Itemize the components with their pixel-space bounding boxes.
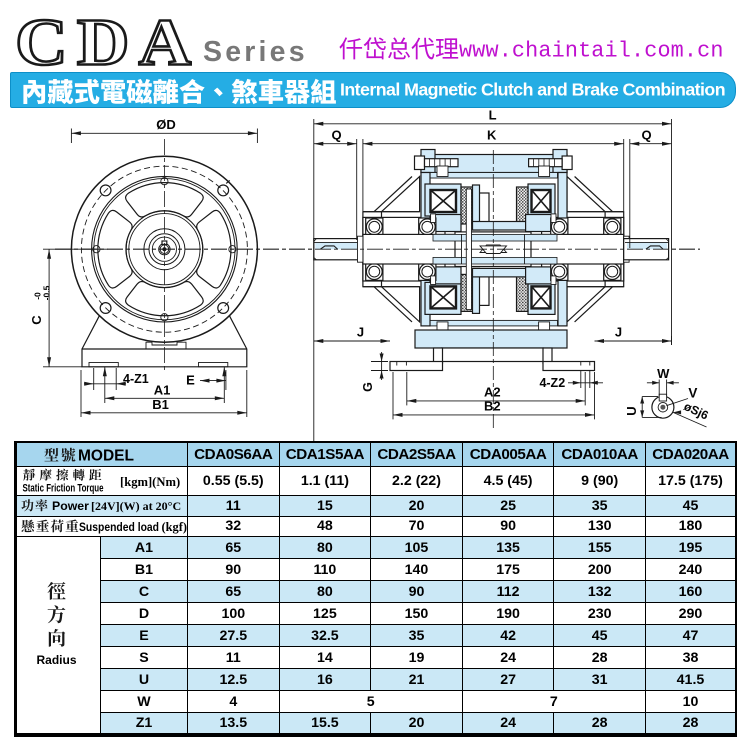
- svg-text:U: U: [624, 406, 639, 415]
- svg-text:www.chaintail.com.cn: www.chaintail.com.cn: [459, 39, 724, 64]
- svg-text:(kgf): (kgf): [162, 520, 187, 534]
- svg-text:A2: A2: [484, 384, 501, 399]
- svg-text:-0.5: -0.5: [42, 285, 52, 300]
- svg-text:K: K: [487, 127, 497, 142]
- svg-text:Suspended load: Suspended load: [79, 520, 159, 534]
- svg-text:4-Z2: 4-Z2: [539, 376, 565, 390]
- svg-text:[kgm](Nm): [kgm](Nm): [120, 475, 180, 489]
- svg-text:CDA: CDA: [15, 6, 200, 70]
- svg-text:-0: -0: [33, 292, 43, 300]
- svg-text:4-Z1: 4-Z1: [123, 372, 149, 386]
- svg-text:V: V: [688, 385, 697, 400]
- svg-text:Series: Series: [203, 36, 308, 68]
- svg-text:A1: A1: [154, 382, 171, 397]
- svg-text:W: W: [657, 366, 670, 381]
- svg-text:øSj6: øSj6: [682, 399, 711, 423]
- svg-text:[24V](W) at 20°C: [24V](W) at 20°C: [91, 499, 181, 513]
- svg-text:Static Friction Torque: Static Friction Torque: [23, 483, 104, 495]
- svg-text:C: C: [29, 315, 44, 325]
- svg-text:Internal Magnetic Clutch and B: Internal Magnetic Clutch and Brake Combi…: [340, 80, 725, 100]
- svg-text:L: L: [489, 108, 497, 123]
- svg-text:B2: B2: [484, 399, 501, 414]
- svg-text:B1: B1: [152, 397, 169, 412]
- svg-text:Power: Power: [52, 499, 89, 513]
- svg-text:Radius: Radius: [36, 653, 76, 667]
- svg-text:E: E: [186, 373, 195, 388]
- svg-text:J: J: [357, 325, 364, 340]
- svg-text:ØD: ØD: [156, 117, 176, 132]
- svg-text:Q: Q: [331, 127, 341, 142]
- svg-text:J: J: [615, 325, 622, 340]
- svg-text:G: G: [361, 382, 375, 392]
- svg-text:MODEL: MODEL: [78, 448, 134, 465]
- svg-text:Q: Q: [641, 127, 651, 142]
